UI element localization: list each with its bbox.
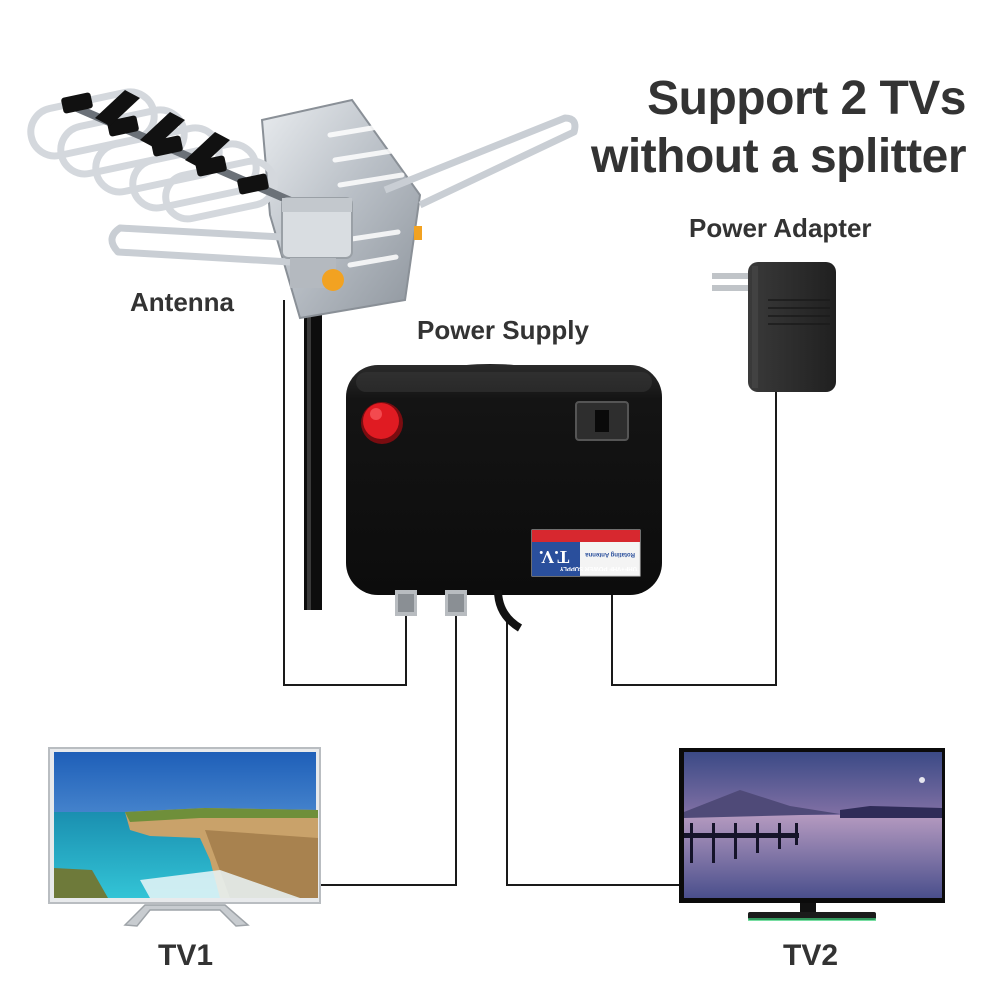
wire-antenna-to-supply: [283, 300, 407, 686]
label-antenna: Antenna: [130, 287, 234, 317]
power-supply-red-button: [363, 403, 399, 439]
label-tv1: TV1: [158, 939, 214, 972]
wire-adapter-to-supply: [611, 392, 777, 686]
power-adapter-graphic: [712, 262, 836, 392]
antenna-dipole-right: [383, 114, 579, 209]
device-label-text: UHF+VHF POWER SUPPLY T.V. Rotating Anten…: [533, 531, 639, 575]
power-supply-switch: [595, 410, 609, 432]
device-label-brand: T.V.: [539, 547, 570, 567]
headline-line-2: without a splitter: [591, 130, 967, 183]
label-power-adapter: Power Adapter: [689, 213, 872, 243]
label-power-supply: Power Supply: [417, 315, 589, 345]
power-supply-graphic: [346, 364, 662, 632]
antenna-dipole-left: [108, 224, 301, 266]
device-label-line1: UHF+VHF POWER SUPPLY: [559, 565, 637, 571]
wire-supply-to-tv1: [318, 615, 457, 886]
wire-supply-to-tv2: [506, 615, 680, 886]
label-tv2: TV2: [783, 939, 839, 972]
antenna-mast: [304, 285, 322, 610]
antenna-graphic: [27, 88, 579, 610]
headline-line-1: Support 2 TVs: [647, 72, 966, 125]
wiring: [283, 300, 777, 886]
power-adapter-body: [748, 262, 836, 392]
device-label-line2: Rotating Antenna: [585, 551, 635, 557]
tv1-stand: [123, 904, 250, 927]
headline: Support 2 TVs without a splitter: [591, 70, 967, 186]
tv2-graphic: [679, 748, 945, 921]
tv1-graphic: [48, 747, 321, 927]
